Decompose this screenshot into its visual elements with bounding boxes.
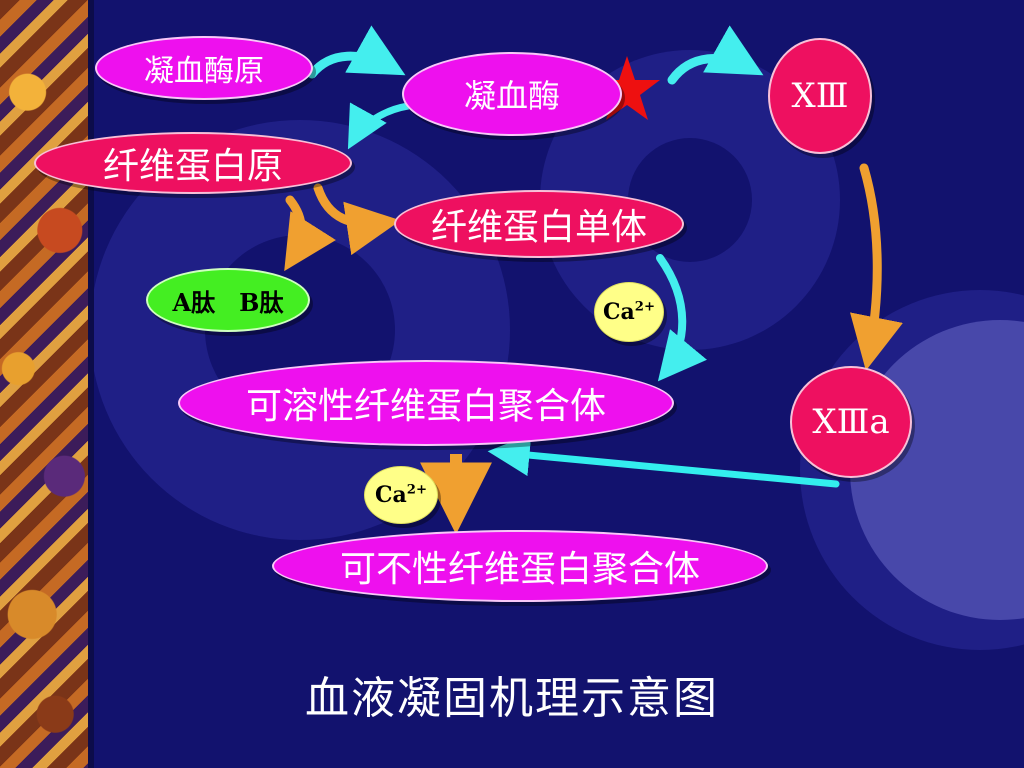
- arrow-thrombin-to-fibrinogen: [347, 102, 412, 150]
- prothrombin-label: 凝血酶原: [144, 54, 264, 89]
- calcium-lower-label: Ca2+: [375, 482, 427, 508]
- calcium-lower-charge: 2+: [406, 482, 427, 498]
- slide-title: 血液凝固机理示意图: [305, 673, 719, 724]
- node-insoluble-polymer: 可不性纤维蛋白聚合体: [272, 530, 768, 602]
- soluble-polymer-label: 可溶性纤维蛋白聚合体: [245, 386, 606, 427]
- arrow-thrombin-to-factor13: [667, 25, 764, 85]
- arrow-fibrinogen-to-peptides: [284, 195, 336, 272]
- arrow-prothrombin-to-thrombin: [307, 25, 406, 79]
- node-calcium-upper: Ca2+: [594, 282, 664, 342]
- peptides-label: A肽 B肽: [172, 287, 284, 317]
- node-factor13: XⅢ: [768, 38, 872, 154]
- arrow-fibrinogen-to-monomer: [313, 183, 401, 256]
- node-fibrin-monomer: 纤维蛋白单体: [394, 190, 684, 258]
- node-peptides: A肽 B肽: [146, 268, 310, 332]
- fibrin-monomer-label: 纤维蛋白单体: [430, 207, 647, 248]
- insoluble-polymer-label: 可不性纤维蛋白聚合体: [339, 549, 700, 590]
- calcium-lower-symbol: Ca: [375, 482, 407, 508]
- node-soluble-polymer: 可溶性纤维蛋白聚合体: [178, 360, 674, 446]
- thrombin-label: 凝血酶: [463, 77, 560, 115]
- factor13-label: XⅢ: [791, 76, 849, 116]
- node-factor13a: XⅢa: [790, 366, 912, 478]
- arrow-factor13-to-13a: [849, 163, 903, 371]
- node-prothrombin: 凝血酶原: [95, 36, 313, 100]
- calcium-upper-label: Ca2+: [603, 299, 655, 325]
- arrow-monomer-to-soluble: [656, 254, 707, 382]
- node-calcium-lower: Ca2+: [364, 466, 438, 524]
- star-icon: [594, 56, 660, 120]
- fibrinogen-label: 纤维蛋白原: [102, 146, 283, 187]
- left-strip-edge: [88, 0, 94, 768]
- node-fibrinogen: 纤维蛋白原: [34, 132, 352, 194]
- node-thrombin: 凝血酶: [402, 52, 622, 136]
- calcium-upper-charge: 2+: [634, 299, 655, 315]
- arrow-13a-to-soluble: [487, 434, 840, 488]
- factor13a-label: XⅢa: [812, 402, 890, 442]
- calcium-upper-symbol: Ca: [603, 299, 635, 325]
- decorative-left-strip: [0, 0, 92, 768]
